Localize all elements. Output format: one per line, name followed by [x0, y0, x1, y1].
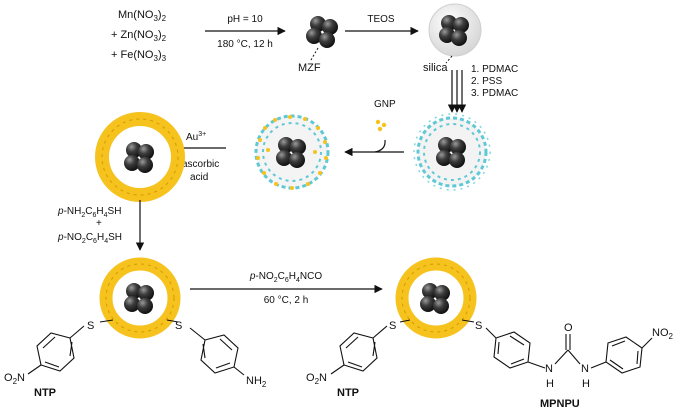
step6-conditions: 60 °C, 2 h — [264, 295, 309, 306]
gold-shell-particle — [95, 112, 185, 202]
nitro-group-mpnpu: NO2 — [652, 327, 674, 341]
step5-reagent-2: p-NO2C6H4SH — [57, 232, 122, 245]
atom-h-right: H — [582, 378, 590, 390]
reagent-mn: Mn(NO3)2 — [118, 9, 167, 23]
gold-particle-bottom-left — [99, 257, 181, 339]
atom-s-left: S — [87, 320, 94, 332]
step1-conditions-below: 180 °C, 12 h — [217, 39, 273, 50]
atom-s-mpnpu: S — [475, 320, 482, 332]
step4-line3: acid — [190, 172, 208, 183]
nitro-group-right-ntp: O2N — [306, 372, 327, 386]
gnp-addition-curve — [374, 139, 386, 153]
starting-reagents: Mn(NO3)2 + Zn(NO3)2 + Fe(NO3)3 — [111, 9, 167, 63]
gnp-label: GNP — [374, 99, 396, 110]
arrow-step3-lbl — [447, 70, 467, 113]
ntp-label-left: NTP — [34, 387, 56, 399]
step5-reagent-1: p-NH2C6H4SH — [57, 206, 121, 219]
gold-particle-bottom-right — [395, 257, 477, 339]
amine-group: NH2 — [246, 375, 267, 389]
atom-n-left: N — [545, 363, 553, 375]
reagent-zn: + Zn(NO3)2 — [111, 29, 167, 43]
step5-plus: + — [96, 218, 102, 229]
mzf-label: MZF — [298, 62, 321, 74]
atom-s-right-ntp: S — [389, 320, 396, 332]
ntp-label-right: NTP — [337, 387, 359, 399]
ntp-molecule-right — [330, 319, 411, 375]
step4-line2: ascorbic — [182, 159, 219, 170]
atom-n-right: N — [581, 363, 589, 375]
mzf-core-cluster — [306, 16, 338, 61]
aminothiophenol-molecule — [166, 319, 245, 376]
step3-item-1: 1. PDMAC — [471, 64, 518, 75]
nitro-group-left: O2N — [4, 372, 25, 386]
mpnpu-molecule — [461, 319, 653, 374]
gnp-dots — [375, 119, 387, 132]
mpnpu-label: MPNPU — [540, 398, 580, 410]
step3-item-2: 2. PSS — [471, 76, 502, 87]
atom-s-right: S — [175, 320, 182, 332]
reagent-fe: + Fe(NO3)3 — [111, 49, 167, 63]
polyelectrolyte-coated-particle — [413, 113, 491, 191]
atom-o-urea: O — [564, 322, 573, 334]
gnp-decorated-particle — [254, 114, 330, 190]
step2-reagent: TEOS — [367, 14, 395, 25]
silica-label: silica — [423, 62, 448, 74]
step6-reagent: p-NO2C6H4NCO — [249, 271, 323, 284]
ntp-molecule-left — [27, 319, 114, 375]
atom-h-left: H — [546, 378, 554, 390]
silica-coated-particle — [428, 3, 482, 64]
step1-conditions-above: pH = 10 — [227, 14, 263, 25]
step3-item-3: 3. PDMAC — [471, 88, 518, 99]
step4-au: Au3+ — [186, 131, 206, 143]
